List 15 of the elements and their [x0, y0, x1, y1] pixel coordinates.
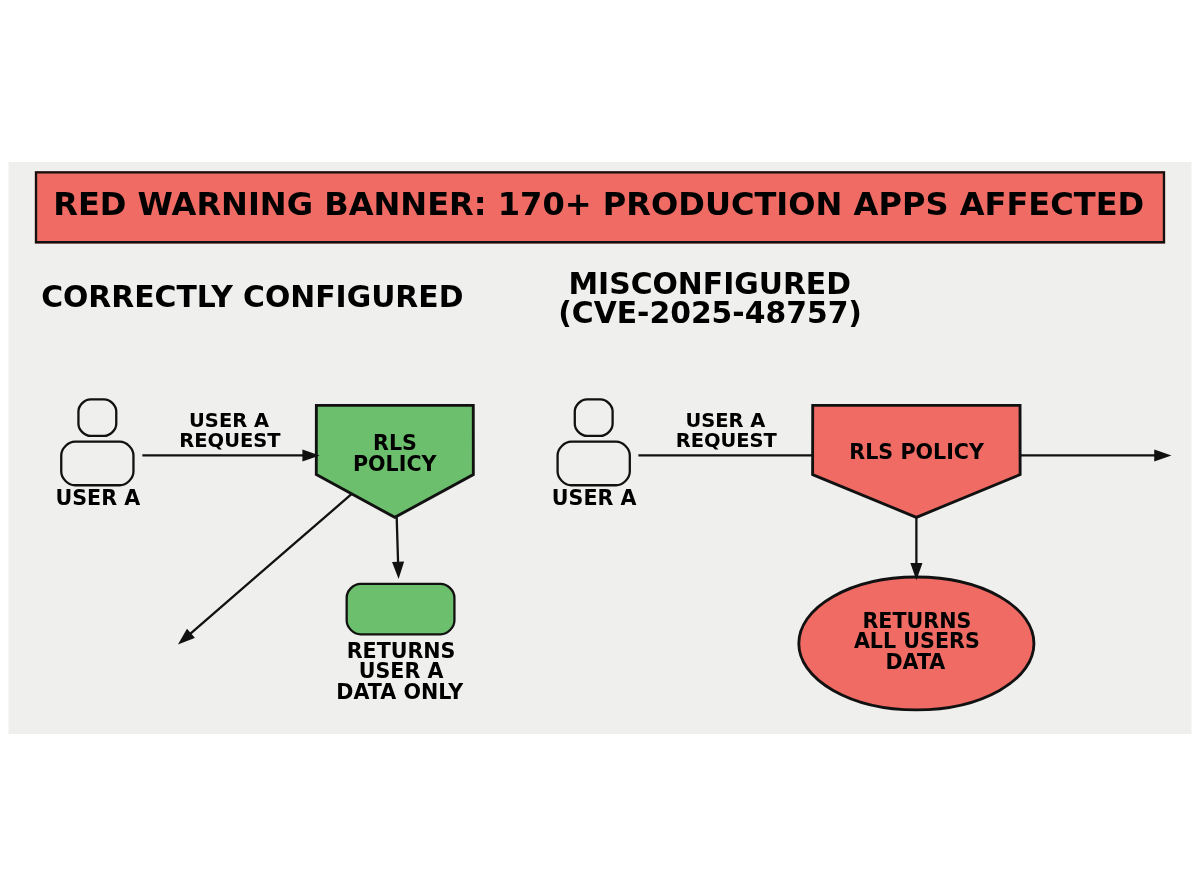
diagram-title: RED WARNING BANNER: 170+ PRODUCTION APPS AFFECTED [53, 184, 1145, 223]
label: MISCONFIGURED (CVE-2025-48757) [558, 265, 863, 331]
arrow [177, 493, 353, 645]
label: CORRECTLY CONFIGURED [41, 278, 464, 314]
arrow [910, 517, 923, 581]
edge-label: USER A REQUEST [179, 409, 281, 452]
node-ellipse: RETURNS ALL USERS DATA [797, 575, 1036, 712]
node-label: RETURNS USER A DATA ONLY [336, 638, 464, 704]
connector [638, 454, 813, 457]
arrow [1020, 449, 1172, 462]
node-label: USER A [55, 486, 141, 511]
node-label: USER A [551, 486, 637, 511]
edge-label: USER A REQUEST [675, 409, 777, 452]
arrow [142, 449, 320, 462]
arrow [392, 516, 405, 579]
